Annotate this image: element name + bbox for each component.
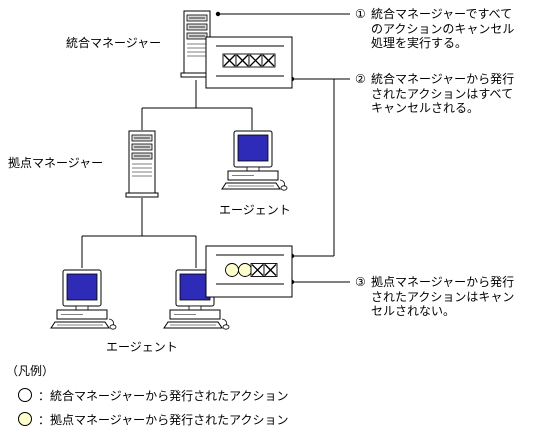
legend-title: （凡例） — [6, 364, 55, 378]
cancel-mark-icon — [261, 53, 276, 68]
legend-circle-white-icon — [18, 388, 32, 402]
legend-text: ：統合マネージャーから発行されたアクション — [38, 389, 289, 403]
note-3: ③ 拠点マネージャーから発行 されたアクションはキャン セルされない。 — [355, 275, 514, 319]
note-1-line: 処理を実行する。 — [371, 36, 468, 50]
note-1-number: ① — [355, 7, 366, 21]
note-3-line: セルされない。 — [371, 304, 456, 318]
note-2-line: キャンセルされる。 — [371, 101, 480, 115]
network-lines — [81, 13, 350, 283]
base-action-circle — [238, 263, 252, 277]
base-manager-server-icon — [125, 130, 159, 198]
base-manager-label: 拠点マネージャー — [8, 156, 104, 170]
legend-text: ：拠点マネージャーから発行されたアクション — [38, 413, 289, 427]
cancel-mark-icon — [222, 53, 237, 68]
base-action-queue — [205, 245, 293, 298]
note-2: ② 統合マネージャーから発行 されたアクションはすべて キャンセルされる。 — [355, 72, 514, 116]
note-1-line: のアクションのキャンセル — [371, 21, 515, 36]
cancel-mark-icon — [263, 262, 278, 278]
cancel-mark-icon — [235, 53, 250, 68]
note-2-line: されたアクションはすべて — [371, 86, 514, 101]
agent-pc-icon — [221, 130, 288, 191]
legend-circle-yellow-icon — [18, 412, 32, 426]
note-3-line: 拠点マネージャーから発行 — [371, 275, 515, 289]
note-3-number: ③ — [355, 275, 366, 289]
note-2-line: 統合マネージャーから発行 — [371, 72, 515, 86]
note-3-line: されたアクションはキャン — [371, 289, 515, 304]
cancel-mark-icon — [248, 53, 263, 68]
note-1-line: 統合マネージャーですべて — [371, 7, 513, 21]
base-action-circle — [225, 263, 239, 277]
cancel-mark-icon — [250, 262, 265, 278]
note-1: ① 統合マネージャーですべて のアクションのキャンセル 処理を実行する。 — [355, 7, 514, 51]
agent-label-bottom: エージェント — [106, 340, 178, 354]
integrated-action-queue — [205, 36, 293, 89]
agent-label-right: エージェント — [219, 203, 291, 217]
note-2-number: ② — [355, 72, 366, 86]
agent-pc-icon — [50, 269, 117, 330]
integrated-manager-label: 統合マネージャー — [66, 36, 162, 50]
